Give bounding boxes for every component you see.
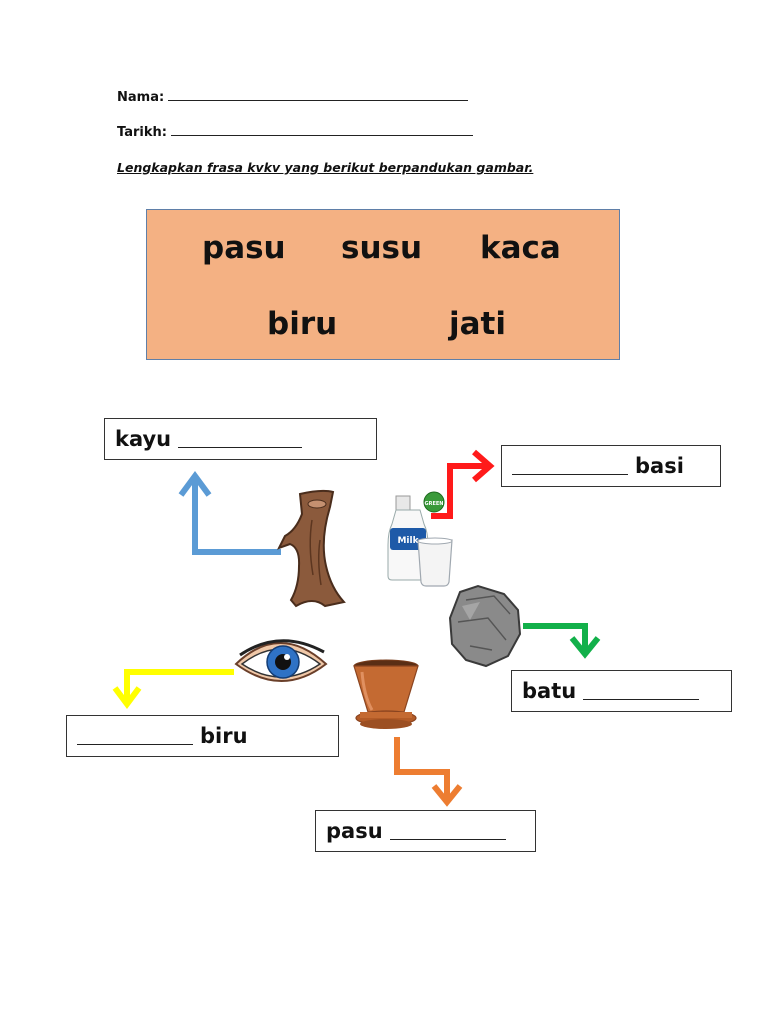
name-label: Nama: [117,90,165,105]
name-line[interactable] [168,88,469,101]
milk-bottle-icon: Milk GREEN [387,491,445,581]
instruction: Lengkapkan frasa kvkv yang berikut berpa… [117,160,534,175]
word-bank-biru: biru [267,306,338,342]
blank-pasu[interactable] [389,823,506,840]
milk-badge-text: GREEN [425,501,444,507]
answer-box-biru: biru [66,715,339,757]
date-line[interactable] [170,123,473,136]
date-row: Tarikh: [117,123,473,140]
tree-trunk-icon [276,489,346,608]
blank-biru[interactable] [77,728,193,745]
flower-pot-icon [353,659,419,729]
word-bank-jati: jati [449,306,506,342]
milk-label-text: Milk [397,536,419,546]
milk-glass-icon [417,537,453,587]
blank-batu[interactable] [583,683,700,700]
date-label: Tarikh: [117,125,167,140]
orange-arrow [394,737,463,807]
milk-bottle-label [390,528,426,550]
phrase-word-biru: biru [200,724,248,748]
blank-basi[interactable] [512,458,628,475]
milk-badge [423,491,445,513]
word-bank-pasu: pasu [202,230,286,266]
phrase-word-kayu: kayu [115,427,172,451]
answer-box-pasu: pasu [315,810,536,852]
blue-arrow [178,470,281,555]
phrase-word-batu: batu [522,679,577,703]
yellow-arrow [112,669,234,709]
blank-kayu[interactable] [178,431,303,448]
answer-box-basi: basi [501,445,721,487]
answer-box-kayu: kayu [104,418,377,460]
red-arrow [431,449,495,519]
phrase-word-pasu: pasu [326,819,383,843]
green-arrow [523,623,601,659]
word-bank-susu: susu [341,230,423,266]
answer-box-batu: batu [511,670,732,712]
stone-icon [448,584,522,668]
phrase-word-basi: basi [635,454,684,478]
eye-icon [234,639,328,682]
word-bank-kaca: kaca [480,230,561,266]
word-bank: pasu susu kaca biru jati [146,209,620,360]
name-row: Nama: [117,88,469,105]
